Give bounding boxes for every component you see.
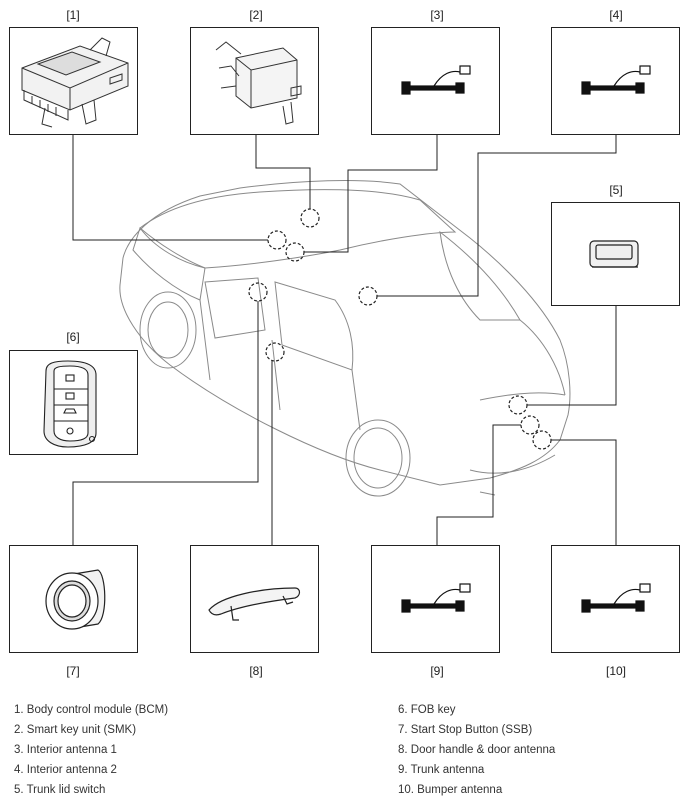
car-windshield [132,227,206,301]
label-5: [5] [609,183,623,197]
legend-item: 8. Door handle & door antenna [398,744,556,756]
antenna-2-icon [581,65,651,95]
car-roof [139,189,457,269]
legend-item: 9. Trunk antenna [398,764,485,776]
component-box-door-handle [190,545,319,653]
label-6: [6] [66,330,80,344]
marker-bumper-antenna [532,430,552,450]
label-2: [2] [249,8,263,22]
label-8: [8] [249,664,263,678]
car-side-window-front [204,277,266,339]
legend-item: 5. Trunk lid switch [14,784,106,796]
legend-left: 1. Body control module (BCM) 2. Smart ke… [14,700,168,800]
marker-ssb [248,282,268,302]
legend-right: 6. FOB key 7. Start Stop Button (SSB) 8.… [398,700,555,800]
legend-item: 10. Bumper antenna [398,784,503,796]
car-rear-window [439,230,521,321]
trunk-lid-switch-icon [589,240,639,268]
legend-item: 6. FOB key [398,704,456,716]
component-box-bumper-antenna [551,545,680,653]
car-side-window-rear [274,281,354,371]
component-box-fob-key [9,350,138,455]
legend-item: 7. Start Stop Button (SSB) [398,724,533,736]
fob-key-icon [43,360,97,448]
bcm-module-icon [21,37,129,128]
leader-10 [551,439,617,545]
car-front-wheel [139,291,197,369]
component-box-antenna-1 [371,27,500,135]
legend-item: 1. Body control module (BCM) [14,704,169,716]
marker-smk [300,208,320,228]
door-handle-icon [208,587,301,621]
label-9: [9] [430,664,444,678]
leader-7 [72,301,259,545]
component-box-ssb [9,545,138,653]
legend-item: 2. Smart key unit (SMK) [14,724,137,736]
start-stop-button-icon [45,569,106,630]
label-3: [3] [430,8,444,22]
legend-item: 4. Interior antenna 2 [14,764,117,776]
marker-bcm [267,230,287,250]
leader-1 [72,135,268,241]
component-box-antenna-2 [551,27,680,135]
leader-2 [255,135,311,209]
label-1: [1] [66,8,80,22]
car-body-outline [119,180,571,486]
marker-trunk-antenna [520,415,540,435]
component-box-smk [190,27,319,135]
component-box-trunk-antenna [371,545,500,653]
leader-3 [304,135,438,253]
label-4: [4] [609,8,623,22]
car-rear-wheel [345,419,411,497]
marker-door-handle [265,342,285,362]
leader-5 [527,306,617,406]
component-box-trunk-lid-switch [551,202,680,306]
leader-9 [436,424,521,545]
leader-4 [377,135,617,297]
trunk-antenna-icon [401,583,471,613]
legend-item: 3. Interior antenna 1 [14,744,117,756]
component-box-bcm [9,27,138,135]
bumper-antenna-icon [581,583,651,613]
label-10: [10] [605,664,626,678]
label-7: [7] [66,664,80,678]
marker-trunk-lid [508,395,528,415]
smk-unit-icon [215,41,302,125]
marker-antenna-2 [358,286,378,306]
antenna-1-icon [401,65,471,95]
